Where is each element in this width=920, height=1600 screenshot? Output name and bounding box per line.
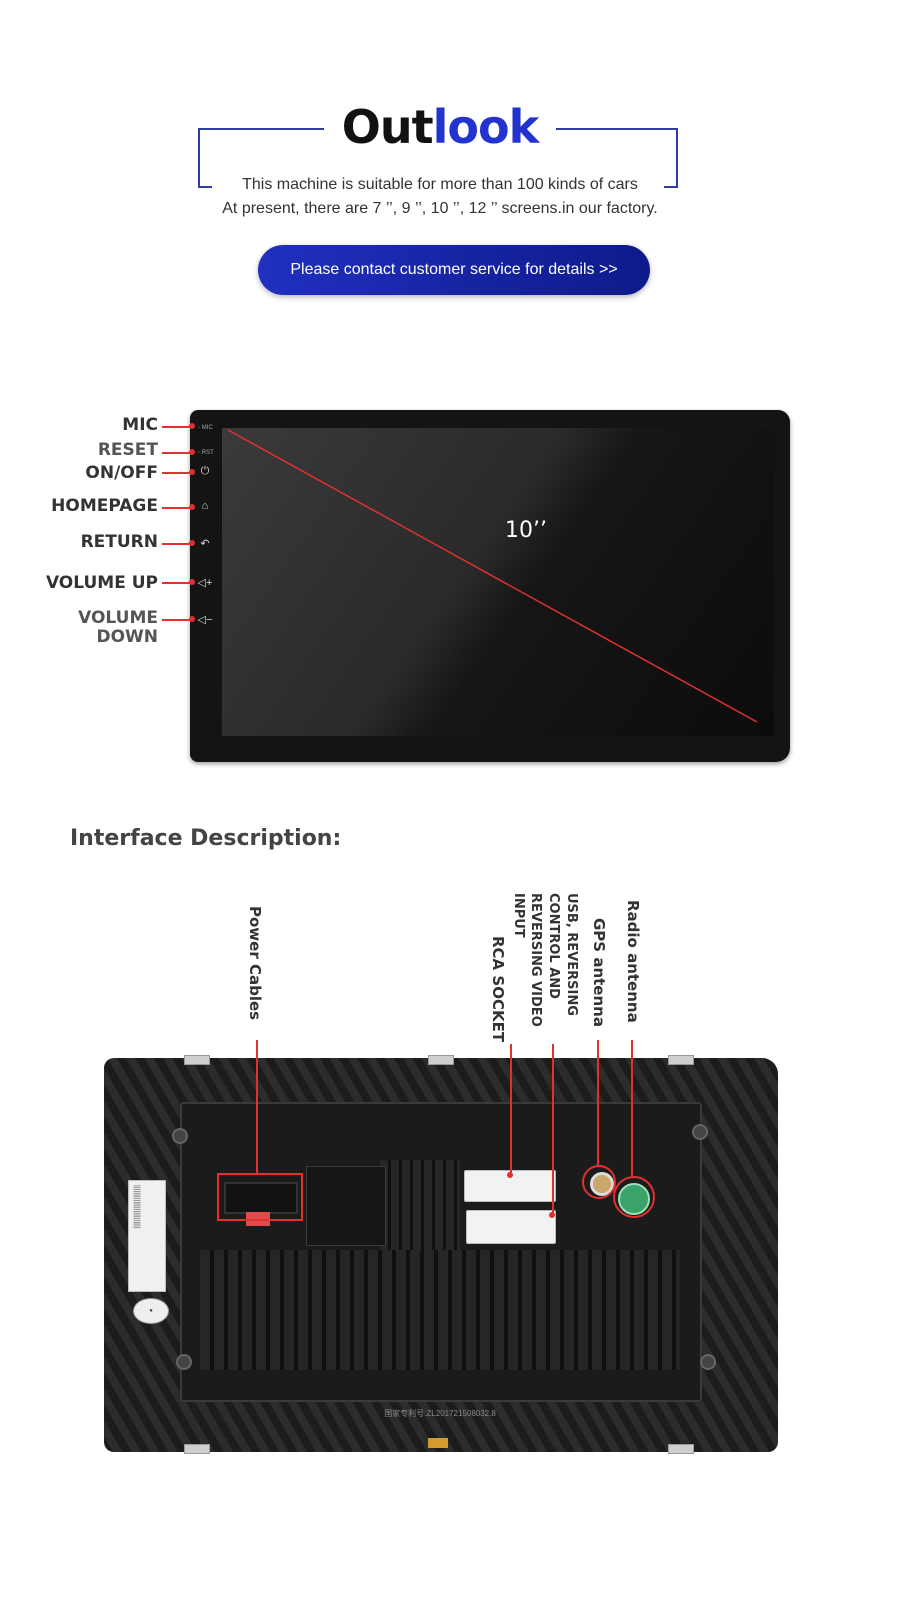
pointer-dot — [189, 504, 195, 510]
mount-clip — [184, 1055, 210, 1065]
mount-clip — [184, 1444, 210, 1454]
rst-tag: RST — [201, 450, 214, 456]
screen-size-label: 10’’ — [505, 518, 547, 543]
pointer-line-rca — [510, 1044, 512, 1176]
button-label-return: RETURN — [80, 532, 158, 552]
button-label-volume-up: VOLUME UP — [45, 573, 158, 593]
mic-tag: MIC — [201, 425, 213, 431]
gps-highlight — [582, 1165, 616, 1199]
mount-clip — [428, 1438, 448, 1448]
pointer-dot — [189, 469, 195, 475]
pointer-dot — [549, 1212, 555, 1218]
screw — [172, 1128, 188, 1144]
button-label-volume-down: VOLUME DOWN — [78, 608, 158, 647]
pointer-dot — [189, 449, 195, 455]
volume-up-icon[interactable]: ◁+ — [197, 577, 213, 589]
heatsink-fins — [200, 1250, 680, 1370]
subtitle-line-1: This machine is suitable for more than 1… — [242, 176, 638, 193]
pointer-dot — [189, 579, 195, 585]
mount-clip — [428, 1055, 454, 1065]
port-label-gps: GPS antenna — [590, 918, 608, 1027]
mic-hole: ◦ MIC — [198, 425, 213, 431]
contact-service-button[interactable]: Please contact customer service for deta… — [258, 245, 650, 295]
usb-reversing-socket — [466, 1210, 556, 1244]
pointer-line-gps — [597, 1040, 599, 1166]
pointer-line — [162, 452, 192, 454]
subtitle-line-2: At present, there are 7 ’’, 9 ’’, 10 ’’,… — [222, 200, 658, 217]
screw — [700, 1354, 716, 1370]
power-icon[interactable]: ⏻ — [200, 465, 210, 477]
pointer-line — [162, 507, 192, 509]
pointer-line — [162, 426, 192, 428]
serial-sticker: |||||||||||||||||||||||| — [128, 1180, 166, 1292]
heatsink-fins — [380, 1160, 460, 1250]
header-frame-line — [556, 128, 678, 130]
pointer-line — [162, 582, 192, 584]
interface-title: Interface Description: — [70, 826, 342, 851]
button-label-mic: MIC — [122, 415, 158, 435]
screw — [692, 1124, 708, 1140]
volume-down-icon[interactable]: ◁− — [197, 614, 213, 626]
button-label-onoff: ON/OFF — [85, 463, 158, 483]
home-icon[interactable]: ⌂ — [201, 500, 209, 512]
header-frame-line — [676, 128, 678, 186]
pointer-dot — [189, 616, 195, 622]
button-label-reset: RESET — [97, 440, 158, 460]
pointer-line-usb — [552, 1044, 554, 1216]
port-label-usb-3: REVERSING VIDEO — [528, 893, 543, 1027]
port-label-usb-2: CONTROL AND — [546, 893, 561, 999]
pointer-line — [162, 543, 192, 545]
port-label-usb-1: USB, REVERSING — [564, 893, 579, 1016]
port-label-rca: RCA SOCKET — [489, 936, 507, 1043]
rca-socket — [464, 1170, 556, 1202]
pointer-dot — [189, 540, 195, 546]
screw — [176, 1354, 192, 1370]
mount-clip — [668, 1444, 694, 1454]
port-label-usb-4: INPUT — [511, 893, 526, 938]
pointer-line — [162, 619, 192, 621]
title-part-blue: look — [432, 100, 540, 154]
header-frame-line — [198, 128, 324, 130]
pointer-dot — [189, 423, 195, 429]
header-frame-line — [664, 186, 678, 188]
header-frame-line — [198, 128, 200, 186]
radio-highlight — [613, 1176, 655, 1218]
header-frame-line — [198, 186, 212, 188]
pointer-line-power — [256, 1040, 258, 1173]
patent-text: 国家专利号:ZL201721508032.8 — [384, 1409, 496, 1418]
port-label-power: Power Cables — [246, 906, 264, 1021]
head-unit-screen — [222, 428, 774, 736]
pointer-dot — [507, 1172, 513, 1178]
return-icon[interactable]: ↶ — [200, 538, 210, 550]
page-title: Outlook — [330, 100, 550, 154]
button-label-homepage: HOMEPAGE — [51, 496, 158, 516]
mount-clip — [668, 1055, 694, 1065]
pointer-line — [162, 472, 192, 474]
reset-hole[interactable]: ◦ RST — [198, 450, 214, 456]
port-label-radio: Radio antenna — [624, 900, 642, 1023]
title-part-dark: Out — [341, 100, 434, 154]
qc-badge: ● — [133, 1298, 169, 1324]
cover-plate — [306, 1166, 386, 1246]
power-cables-highlight — [217, 1173, 303, 1221]
pointer-line-radio — [631, 1040, 633, 1177]
barcode: |||||||||||||||||||||||| — [133, 1185, 140, 1229]
